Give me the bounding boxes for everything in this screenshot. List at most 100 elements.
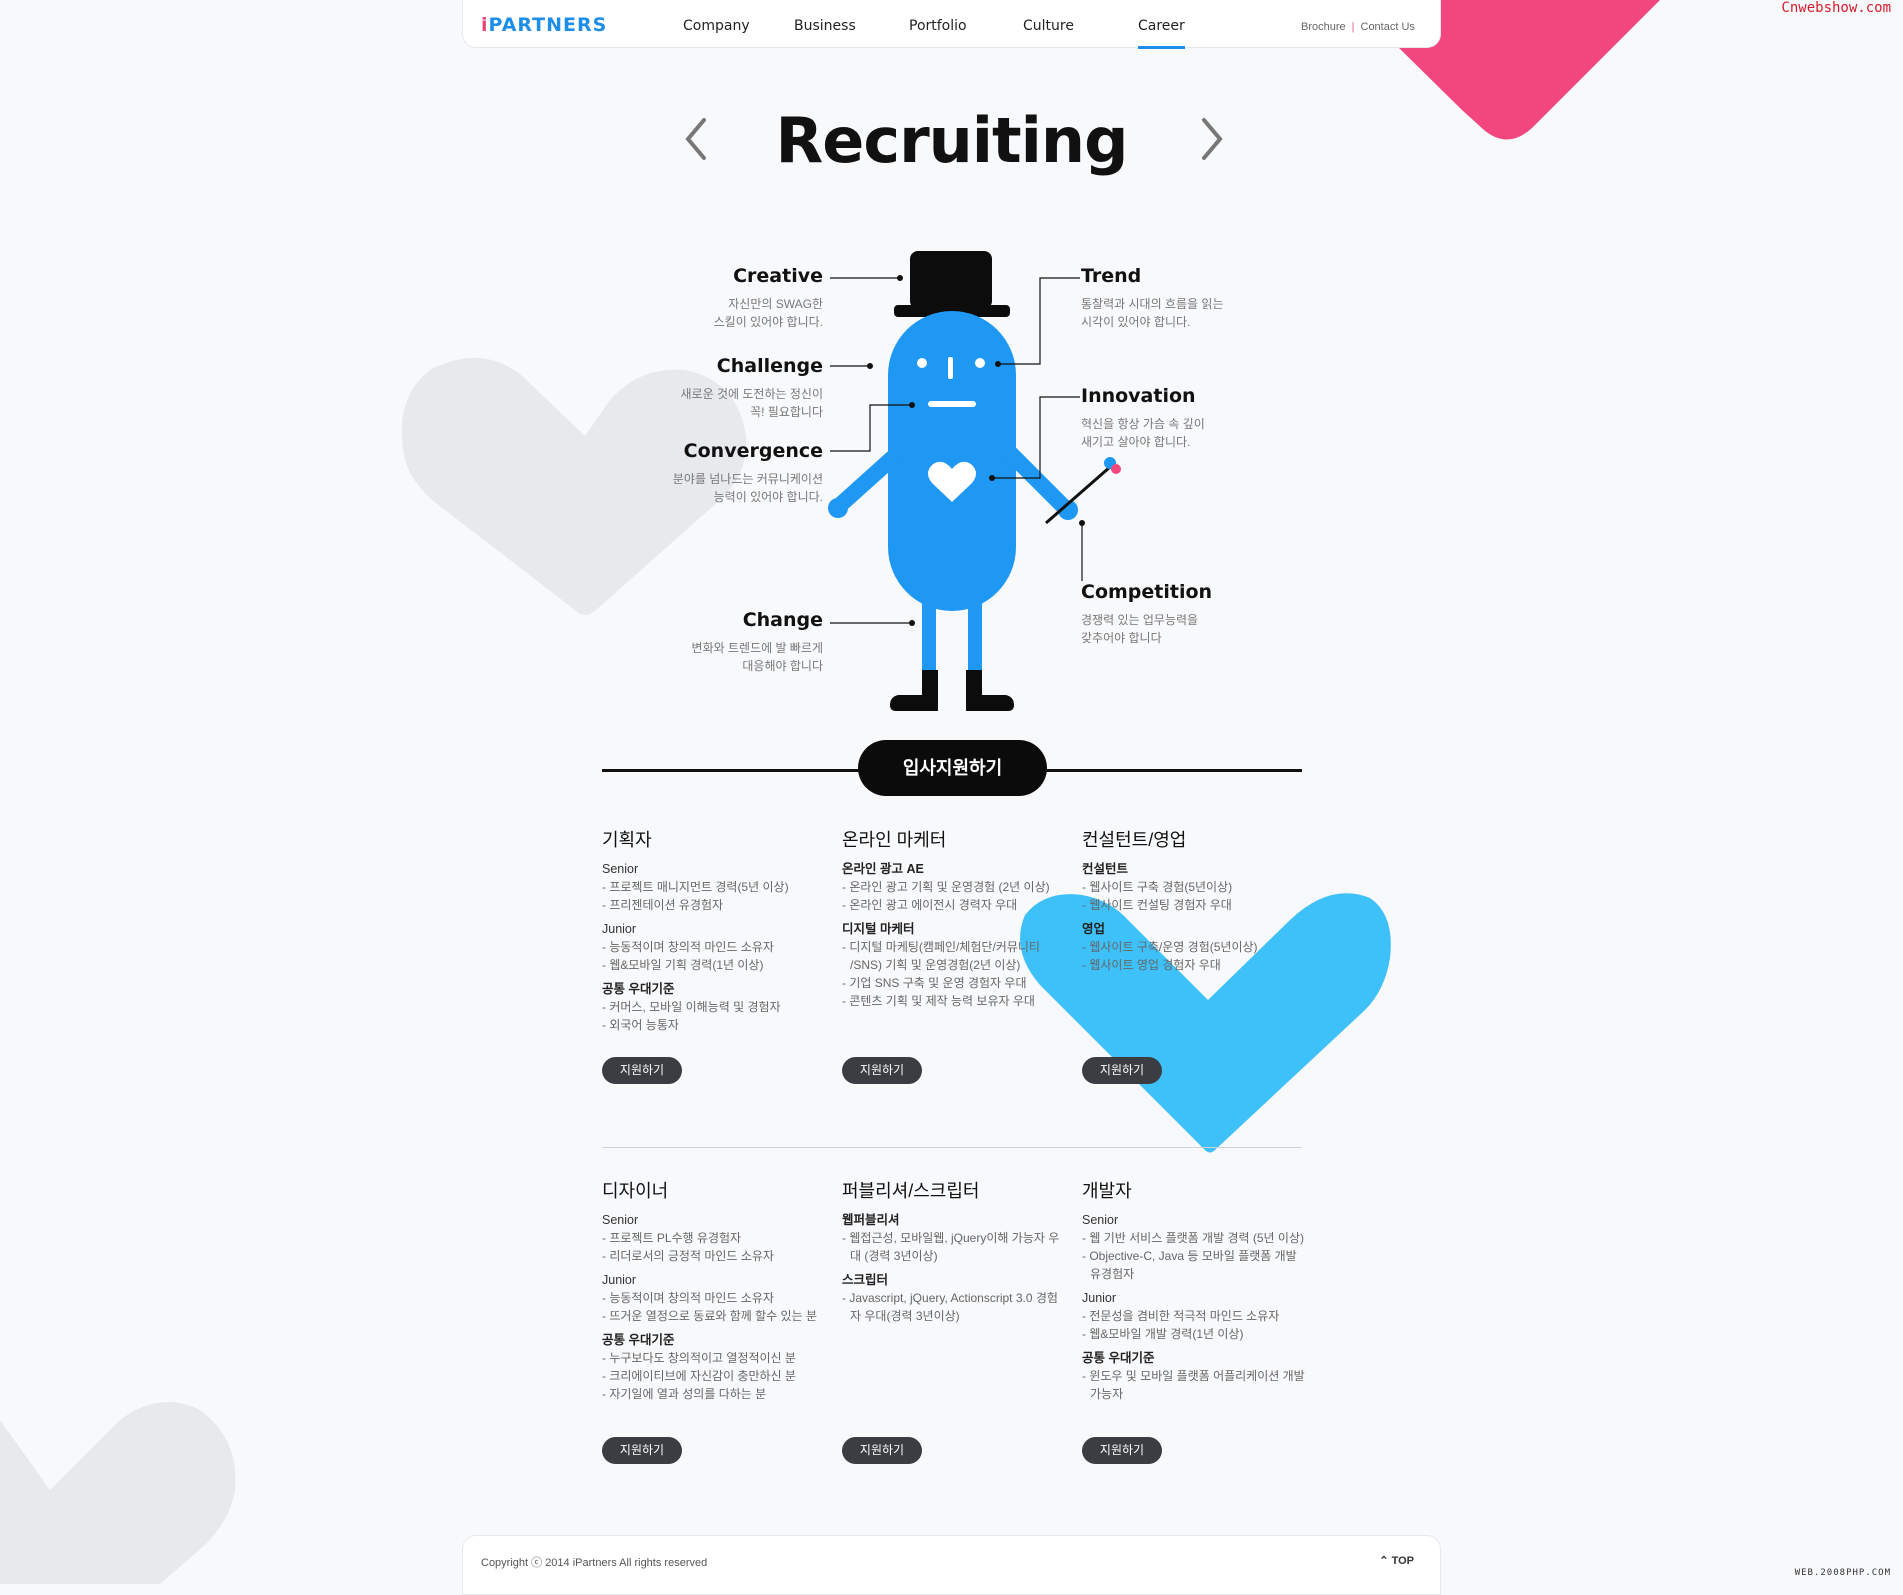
site-header: iPARTNERS Company Business Portfolio Cul… — [462, 0, 1441, 49]
requirement-item: - 크리에이티브에 자신감이 충만하신 분 — [602, 1369, 796, 1383]
requirement-item: - 윈도우 및 모바일 플랫폼 어플리케이션 개발 가능자 — [1082, 1369, 1305, 1401]
requirement-item: - 커머스, 모바일 이해능력 및 경험자 — [602, 1000, 781, 1014]
requirement-item: - 웹사이트 영업 경험자 우대 — [1082, 958, 1221, 972]
requirement-item: - 웹접근성, 모바일웹, jQuery이해 가능자 우대 (경력 3년이상) — [842, 1231, 1060, 1263]
grey-heart-shape-2 — [0, 1402, 236, 1584]
apply-button[interactable]: 지원하기 — [602, 1057, 682, 1084]
nav-company[interactable]: Company — [683, 18, 750, 34]
requirement-group-title: 컨설턴트 — [1082, 862, 1129, 876]
requirement-item: - 온라인 광고 기획 및 운영경험 (2년 이상) — [842, 880, 1050, 894]
apply-button[interactable]: 지원하기 — [1082, 1437, 1162, 1464]
nav-portfolio[interactable]: Portfolio — [909, 18, 967, 34]
requirement-item: - 뜨거운 열정으로 동료와 함께 할수 있는 분 — [602, 1309, 818, 1323]
requirement-group-title: Junior — [602, 922, 637, 936]
requirement-item: - 프리젠테이션 유경험자 — [602, 898, 724, 912]
requirement-group-title: 디지털 마케터 — [842, 922, 915, 936]
contact-link[interactable]: Contact Us — [1360, 21, 1415, 33]
requirement-group-title: 공통 우대기준 — [602, 1333, 675, 1347]
apply-button[interactable]: 지원하기 — [842, 1057, 922, 1084]
requirement-group-title: 공통 우대기준 — [1082, 1351, 1155, 1365]
requirement-item: - 웹사이트 컨설팅 경험자 우대 — [1082, 898, 1232, 912]
top-label: TOP — [1391, 1555, 1414, 1567]
trait-challenge-name: Challenge — [716, 355, 823, 377]
requirement-group-title: Junior — [602, 1273, 637, 1287]
blue-heart-shape — [1020, 893, 1391, 1153]
nav-culture[interactable]: Culture — [1023, 18, 1074, 34]
requirement-item: - 기업 SNS 구축 및 운영 경험자 우대 — [842, 976, 1027, 990]
trait-innovation-name: Innovation — [1081, 385, 1196, 407]
util-links: Brochure | Contact Us — [1301, 21, 1415, 33]
nav-business[interactable]: Business — [794, 18, 856, 34]
logo-text: PARTNERS — [488, 14, 608, 36]
requirement-item: - 리더로서의 긍정적 마인드 소유자 — [602, 1249, 774, 1263]
job-title: 퍼블리셔/스크립터 — [842, 1181, 980, 1201]
requirement-group-title: Senior — [602, 862, 639, 876]
job-title: 온라인 마케터 — [842, 830, 947, 850]
trait-trend-name: Trend — [1081, 265, 1142, 287]
requirement-item: - 전문성을 겸비한 적극적 마인드 소유자 — [1082, 1309, 1280, 1323]
requirement-item: - 웹사이트 구축 경험(5년이상) — [1082, 880, 1233, 894]
chevron-up-icon: ⌃ — [1379, 1555, 1392, 1567]
back-to-top-button[interactable]: ⌃ TOP — [1379, 1554, 1414, 1567]
heart-icon — [928, 461, 976, 502]
requirement-item: - 온라인 광고 에이전시 경력자 우대 — [842, 898, 1018, 912]
requirement-group-title: 영업 — [1082, 922, 1106, 936]
requirement-group-title: Senior — [1082, 1213, 1119, 1227]
watermark-bottom-text: WEB.2008PHP.COM — [1794, 1568, 1891, 1578]
logo-i: i — [481, 14, 489, 36]
requirement-item: - Javascript, jQuery, Actionscript 3.0 경… — [842, 1291, 1058, 1323]
prev-arrow-icon[interactable] — [676, 114, 716, 164]
trait-competition-name: Competition — [1081, 581, 1213, 603]
requirement-item: - 누구보다도 창의적이고 열정적이신 분 — [602, 1351, 796, 1365]
mascot-illustration — [828, 251, 1121, 711]
requirement-item: - 웹&모바일 기획 경력(1년 이상) — [602, 958, 764, 972]
requirement-group-title: 웹퍼블리셔 — [842, 1213, 900, 1227]
util-separator: | — [1351, 21, 1355, 33]
requirement-item: - 능동적이며 창의적 마인드 소유자 — [602, 1291, 774, 1305]
requirement-item: - 웹사이트 구축/운영 경험(5년이상) — [1082, 940, 1258, 954]
site-footer: Copyright ⓒ 2014 iPartners All rights re… — [462, 1535, 1441, 1595]
job-title: 컨설턴트/영업 — [1082, 830, 1187, 850]
requirement-group-title: Senior — [602, 1213, 639, 1227]
apply-button[interactable]: 지원하기 — [602, 1437, 682, 1464]
apply-button[interactable]: 지원하기 — [842, 1437, 922, 1464]
logo[interactable]: iPARTNERS — [481, 14, 607, 36]
apply-section-title: 입사지원하기 — [858, 740, 1047, 796]
row-divider — [602, 1147, 1302, 1148]
requirement-item: - 웹&모바일 개발 경력(1년 이상) — [1082, 1327, 1244, 1341]
requirement-item: - 능동적이며 창의적 마인드 소유자 — [602, 940, 774, 954]
mascot-body — [888, 311, 1016, 611]
trait-creative-name: Creative — [733, 265, 823, 287]
trait-connectors — [830, 275, 1085, 626]
requirement-item: - 프로젝트 매니지먼트 경력(5년 이상) — [602, 880, 789, 894]
requirement-group-title: 공통 우대기준 — [602, 982, 675, 996]
requirement-group-title: 온라인 광고 AE — [842, 862, 924, 876]
next-arrow-icon[interactable] — [1192, 114, 1232, 164]
requirement-group-title: 스크립터 — [842, 1273, 889, 1287]
requirement-item: - 자기일에 열과 성의를 다하는 분 — [602, 1387, 767, 1401]
job-card: 개발자 Senior - 웹 기반 서비스 플랫폼 개발 경력 (5년 이상) - O… — [1082, 1177, 1307, 1403]
requirement-item: - 웹 기반 서비스 플랫폼 개발 경력 (5년 이상) — [1082, 1231, 1304, 1245]
job-title: 개발자 — [1082, 1181, 1132, 1201]
hat-icon — [910, 251, 992, 309]
watermark-text: Cnwebshow.com — [1781, 0, 1891, 16]
copyright: Copyright ⓒ 2014 iPartners All rights re… — [481, 1557, 708, 1569]
nav-career[interactable]: Career — [1138, 18, 1185, 49]
job-title: 기획자 — [602, 830, 652, 850]
brochure-link[interactable]: Brochure — [1301, 21, 1346, 33]
requirement-item: - 외국어 능통자 — [602, 1018, 679, 1032]
apply-button[interactable]: 지원하기 — [1082, 1057, 1162, 1084]
requirement-item: - Objective-C, Java 등 모바일 플랫폼 개발 유경험자 — [1082, 1249, 1297, 1281]
requirement-item: - 디지털 마케팅(캠페인/체험단/커뮤니티 /SNS) 기획 및 운영경험(2… — [842, 940, 1040, 972]
requirement-item: - 콘텐츠 기획 및 제작 능력 보유자 우대 — [842, 994, 1035, 1008]
